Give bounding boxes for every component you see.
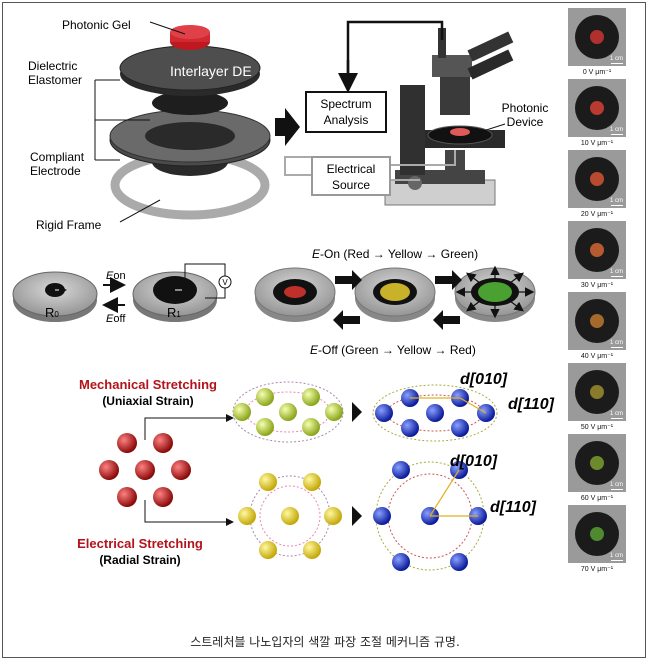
voltage-label: 50 V μm⁻¹ bbox=[580, 424, 614, 431]
voltage-photo: 1 cm bbox=[568, 79, 626, 137]
voltage-label: 0 V μm⁻¹ bbox=[582, 69, 612, 76]
gel-spot bbox=[590, 243, 604, 257]
electrical-source-box bbox=[311, 156, 391, 196]
voltage-label: 40 V μm⁻¹ bbox=[580, 353, 614, 360]
rigid-frame-label: Rigid Frame bbox=[36, 218, 102, 232]
uniaxial-lattice-blue bbox=[372, 384, 498, 442]
uniaxial-lattice-greenyellow bbox=[232, 381, 344, 443]
gel-spot bbox=[590, 172, 604, 186]
r1-label: R1 bbox=[167, 305, 181, 320]
electrical-title: Electrical Stretching bbox=[77, 536, 203, 551]
radial-lattice-yellow bbox=[238, 473, 342, 559]
figure-caption: 스트레처블 나노입자의 색깔 파장 조절 메커니즘 규명. bbox=[190, 635, 460, 649]
gel-spot bbox=[590, 456, 604, 470]
scale-label: 1 cm bbox=[609, 340, 623, 346]
r0-label: R0 bbox=[45, 305, 59, 320]
disk-r1 bbox=[132, 263, 232, 322]
red-lattice bbox=[99, 433, 191, 507]
gel-spot bbox=[590, 385, 604, 399]
electrical-label-2: Source bbox=[332, 178, 370, 192]
mechanical-sub: (Uniaxial Strain) bbox=[102, 394, 193, 408]
gel-spot bbox=[590, 30, 604, 44]
gel-spot bbox=[590, 527, 604, 541]
compliant-label-1: Compliant bbox=[30, 150, 85, 164]
dielectric-label-1: Dielectric bbox=[28, 59, 77, 73]
disk-red bbox=[254, 267, 336, 322]
voltage-photo: 1 cm bbox=[568, 434, 626, 492]
radial-lattice-blue bbox=[373, 461, 487, 571]
scale-bar bbox=[611, 560, 623, 561]
scale-bar bbox=[611, 63, 623, 64]
voltage-photo: 1 cm bbox=[568, 8, 626, 66]
d110-top: d[110] bbox=[508, 396, 555, 413]
photonic-device-label-1: Photonic bbox=[502, 101, 549, 115]
electrical-sub: (Radial Strain) bbox=[99, 553, 180, 567]
spectrum-label-2: Analysis bbox=[324, 113, 369, 127]
voltage-photo: 1 cm bbox=[568, 292, 626, 350]
exploded-device bbox=[94, 21, 271, 223]
eoff-sequence: E-Off (Green → Yellow → Red) bbox=[310, 343, 476, 357]
voltage-label: 60 V μm⁻¹ bbox=[580, 495, 614, 502]
scale-bar bbox=[611, 134, 623, 135]
compliant-label-2: Electrode bbox=[30, 164, 81, 178]
disk-green bbox=[454, 265, 536, 322]
disk-r0 bbox=[12, 271, 98, 322]
big-right-arrow bbox=[275, 108, 300, 146]
scale-label: 1 cm bbox=[609, 198, 623, 204]
gel-spot bbox=[590, 314, 604, 328]
top-electrode bbox=[152, 91, 228, 115]
scale-label: 1 cm bbox=[609, 482, 623, 488]
voltage-photo: 1 cm bbox=[568, 505, 626, 563]
scale-bar bbox=[611, 347, 623, 348]
voltage-photo: 1 cm bbox=[568, 150, 626, 208]
scale-bar bbox=[611, 205, 623, 206]
voltage-label: 70 V μm⁻¹ bbox=[580, 566, 614, 573]
scale-bar bbox=[611, 418, 623, 419]
scale-label: 1 cm bbox=[609, 127, 623, 133]
svg-text:V: V bbox=[222, 278, 228, 287]
eoff-label: Eoff bbox=[106, 313, 126, 325]
d110-bottom: d[110] bbox=[490, 499, 537, 516]
eon-label: Eon bbox=[106, 270, 126, 282]
photonic-gel-label: Photonic Gel bbox=[62, 18, 131, 32]
dielectric-label-2: Elastomer bbox=[28, 73, 82, 87]
voltage-label: 20 V μm⁻¹ bbox=[580, 211, 614, 218]
d010-top: d[010] bbox=[460, 371, 508, 388]
spectrum-label-1: Spectrum bbox=[320, 97, 371, 111]
microscope bbox=[384, 28, 514, 206]
gel-spot bbox=[590, 101, 604, 115]
voltage-photo: 1 cm bbox=[568, 221, 626, 279]
electrical-label-1: Electrical bbox=[327, 162, 376, 176]
voltmeter-icon bbox=[218, 275, 232, 289]
voltage-label: 30 V μm⁻¹ bbox=[580, 282, 614, 289]
disk-yellow bbox=[354, 267, 436, 322]
scale-bar bbox=[611, 276, 623, 277]
scale-label: 1 cm bbox=[609, 411, 623, 417]
spectrum-analysis-box bbox=[305, 91, 387, 133]
photonic-device-label-2: Device bbox=[507, 115, 544, 129]
voltage-photo: 1 cm bbox=[568, 363, 626, 421]
scale-label: 1 cm bbox=[609, 553, 623, 559]
eon-sequence: E-On (Red → Yellow → Green) bbox=[312, 247, 478, 261]
d010-bottom: d[010] bbox=[450, 453, 498, 470]
scale-label: 1 cm bbox=[609, 269, 623, 275]
scale-bar bbox=[611, 489, 623, 490]
interlayer-label: Interlayer DE bbox=[170, 63, 252, 79]
mechanical-title: Mechanical Stretching bbox=[79, 377, 217, 392]
scale-label: 1 cm bbox=[609, 56, 623, 62]
voltage-label: 10 V μm⁻¹ bbox=[580, 140, 614, 147]
